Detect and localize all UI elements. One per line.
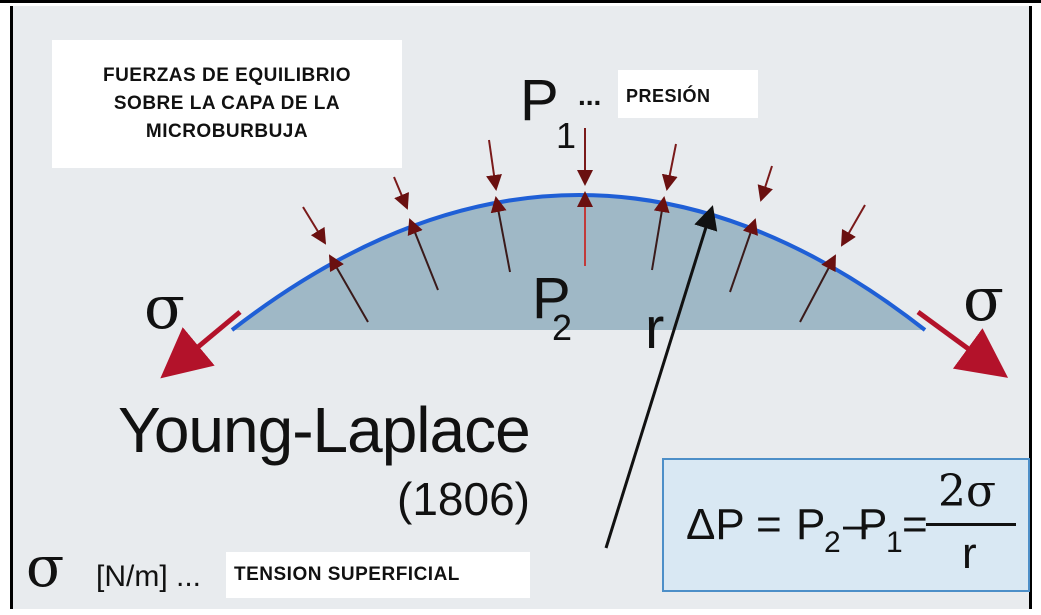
eq-p1: P <box>858 500 888 549</box>
legend-sigma: σ <box>26 535 65 600</box>
sigma-left-label: σ <box>144 273 185 343</box>
p1-subscript: 1 <box>556 115 577 156</box>
pressure-label: PRESIÓN <box>626 86 711 106</box>
internal-pressure-arrows <box>329 191 836 323</box>
eq-denominator: r <box>962 529 977 578</box>
eq-equals-2: = <box>902 500 928 549</box>
legend-dots: ... <box>176 560 202 593</box>
law-name: Young-Laplace <box>118 394 531 466</box>
title-line-2: SOBRE LA CAPA DE LA <box>113 93 341 114</box>
p1-symbol: P <box>520 68 559 133</box>
title-box <box>52 40 402 168</box>
p2-symbol: P <box>532 266 571 331</box>
surface-tension-arrow-left <box>160 310 242 379</box>
diagram-title: FUERZAS DE EQUILIBRIO SOBRE LA CAPA DE L… <box>52 62 402 146</box>
eq-p1-sub: 1 <box>886 526 903 559</box>
eq-fraction-bar <box>926 523 1016 526</box>
p2-subscript: 2 <box>552 307 573 348</box>
radius-arrow <box>604 205 718 549</box>
law-year: (1806) <box>397 473 530 525</box>
top-border <box>0 0 1041 3</box>
eq-numerator: 2σ <box>938 466 997 517</box>
eq-p2: P <box>796 500 826 549</box>
surface-tension-arrow-right <box>916 309 1009 378</box>
radius-label: r <box>645 296 665 361</box>
eq-p2-sub: 2 <box>824 526 841 559</box>
pressure-label-box <box>618 70 758 118</box>
eq-minus: – <box>843 500 868 549</box>
eq-equals-1: = <box>756 500 782 549</box>
legend-unit-text: [N/m] <box>96 560 168 593</box>
title-line-1: FUERZAS DE EQUILIBRIO <box>102 65 351 86</box>
title-line-3: MICROBURBUJA <box>145 121 309 142</box>
tension-label-box <box>226 552 530 598</box>
tension-label: TENSION SUPERFICIAL <box>234 564 460 585</box>
legend-unit: [N/m] ... <box>96 560 201 594</box>
eq-delta-p: ΔP <box>686 500 745 549</box>
p1-dots: ... <box>578 80 602 111</box>
sigma-right-label: σ <box>963 265 1004 335</box>
external-pressure-arrows <box>302 128 866 247</box>
